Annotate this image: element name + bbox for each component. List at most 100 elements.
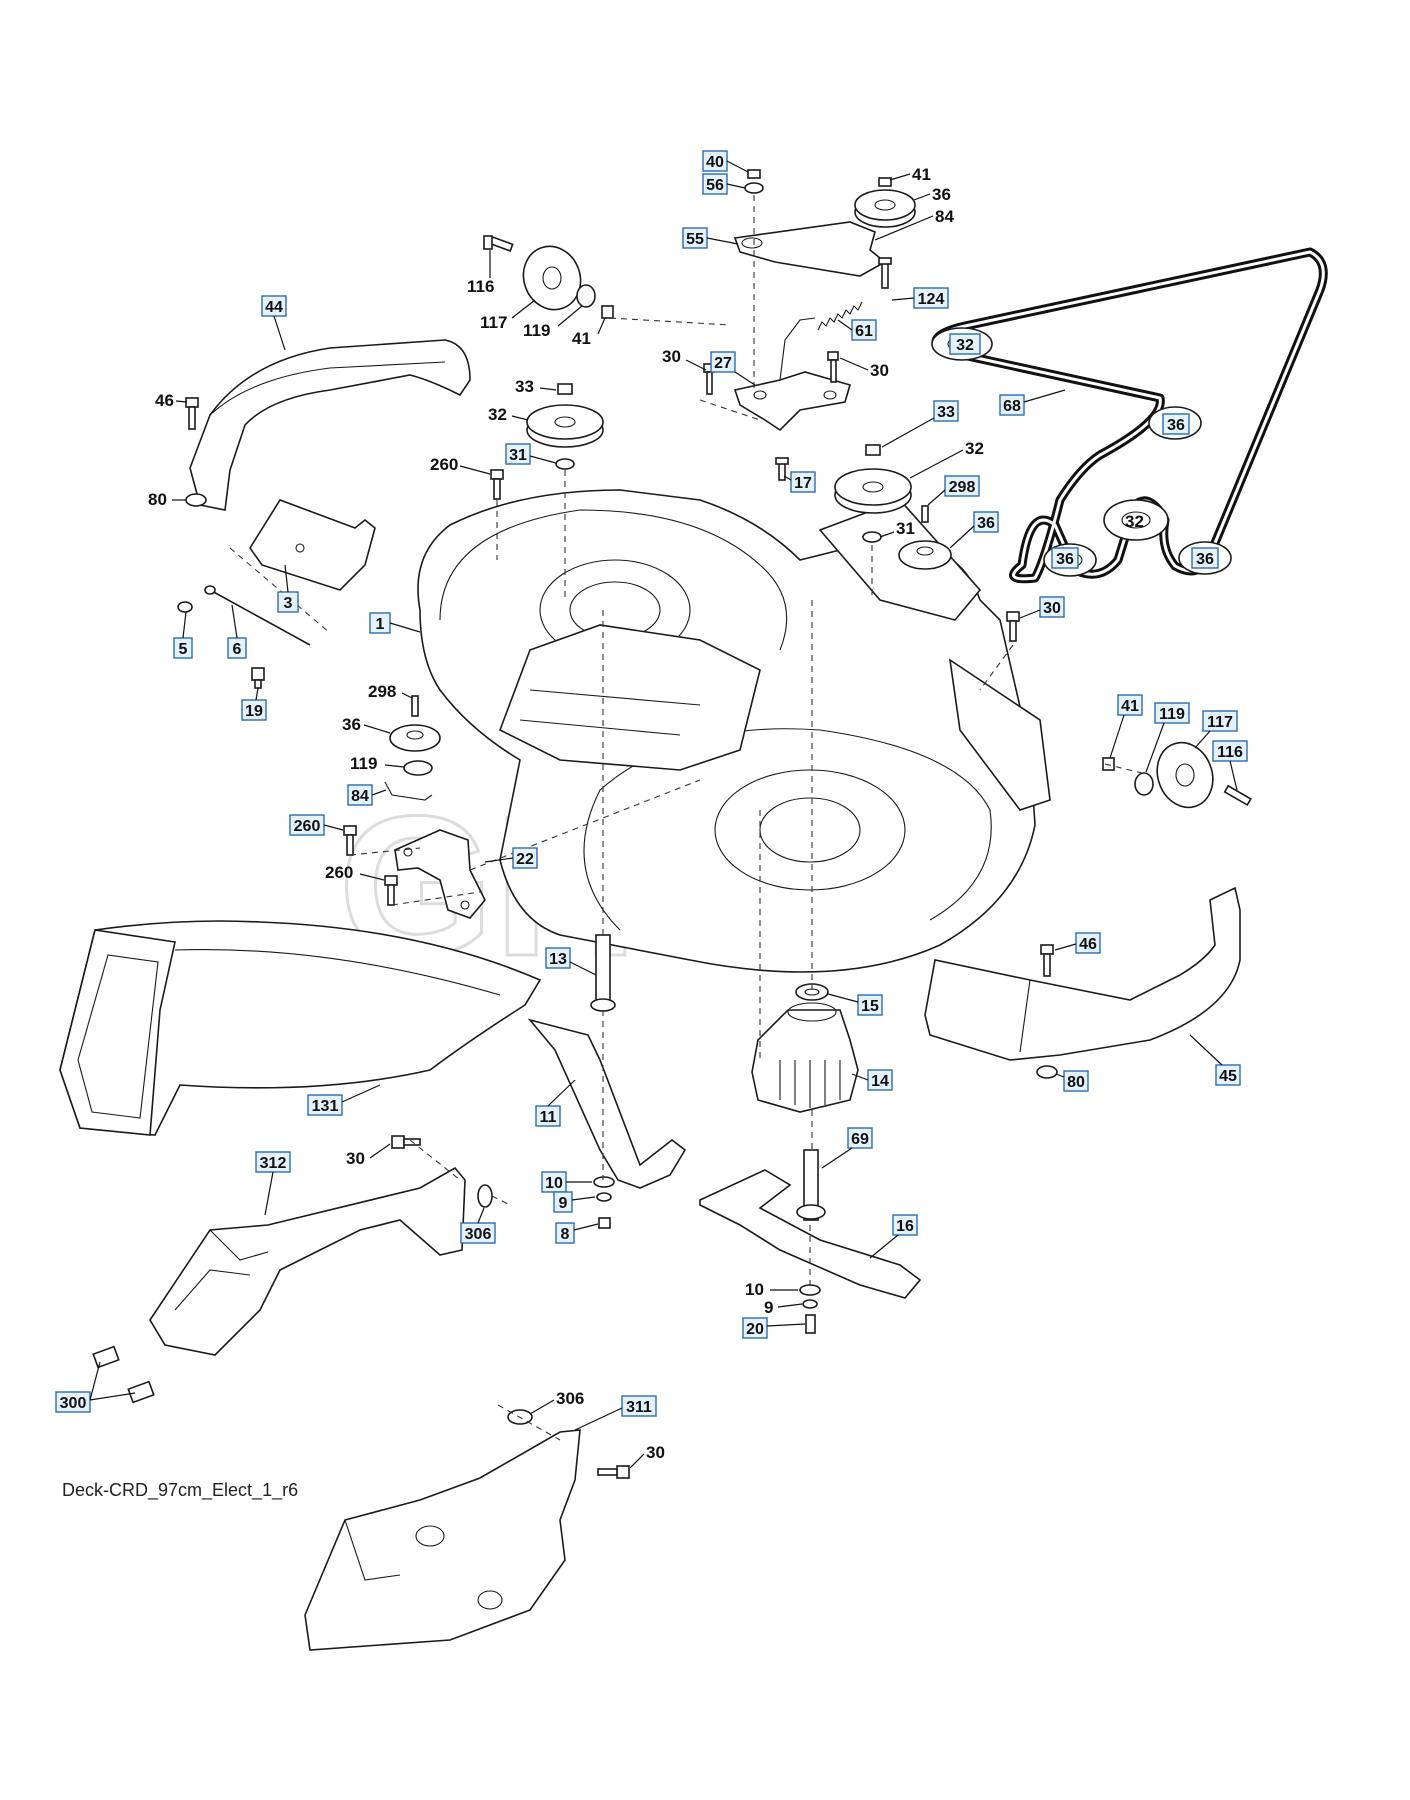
callout-label-22: 22 (516, 851, 534, 868)
bolt-17 (775, 457, 789, 481)
callout-box (241, 699, 267, 721)
callout-label-56: 56 (706, 177, 724, 194)
callout-label-117: 117 (480, 313, 507, 332)
washer-119-right (1134, 772, 1154, 796)
spindle-13 (590, 934, 616, 1012)
callout-label-32: 32 (488, 405, 507, 424)
washer-10-left (593, 1176, 615, 1188)
callout-label-260: 260 (294, 818, 321, 835)
discharge-chute-131 (59, 920, 542, 1136)
callout-box (710, 351, 736, 373)
callout-label-36: 36 (342, 715, 361, 734)
bolt-260-mid (343, 825, 357, 856)
callout-label-16: 16 (896, 1218, 914, 1235)
callout-box (944, 475, 980, 497)
pulley-32-left-deck (526, 404, 604, 448)
bolt-116-top (483, 235, 514, 252)
bolt-260-top (490, 469, 504, 500)
bolt-8 (598, 1217, 611, 1229)
nut-80-right (1036, 1065, 1058, 1079)
callout-label-15: 15 (861, 998, 879, 1015)
clip-5 (177, 601, 193, 613)
callout-box (973, 511, 999, 533)
callout-label-36: 36 (1167, 417, 1185, 434)
callout-label-80: 80 (1067, 1074, 1085, 1091)
washer-119-left (403, 760, 433, 776)
callout-label-31: 31 (509, 447, 527, 464)
bracket-3 (249, 499, 376, 591)
belt-pulley-32-bottom (1103, 499, 1169, 541)
callout-label-36: 36 (1196, 551, 1214, 568)
callout-label-116: 116 (1217, 744, 1243, 761)
callout-label-10: 10 (745, 1280, 764, 1299)
callout-label-10: 10 (545, 1175, 563, 1192)
spindle-housing-14 (751, 1002, 859, 1113)
callout-label-36: 36 (977, 515, 995, 532)
callout-label-41: 41 (912, 165, 931, 184)
callout-box (553, 1191, 573, 1213)
mower-deck-1 (417, 489, 1051, 973)
nut-41-mid (601, 305, 614, 319)
callout-label-11: 11 (540, 1109, 557, 1126)
callout-label-68: 68 (1003, 398, 1021, 415)
callout-label-119: 119 (523, 321, 550, 340)
callout-label-119: 119 (1159, 706, 1185, 723)
callout-box (1075, 932, 1101, 954)
mulch-plug-311 (304, 1429, 581, 1651)
bolt-260-low (384, 875, 398, 906)
callout-box (999, 394, 1025, 416)
nut-41-top (878, 177, 892, 187)
nut-33-right (865, 444, 881, 456)
callout-label-44: 44 (265, 299, 283, 316)
idler-pulley-36-right (898, 540, 952, 570)
belt-guard-45 (924, 886, 1241, 1061)
bolt-30-right (827, 351, 839, 383)
callout-label-46: 46 (1079, 936, 1097, 953)
bolts-300 (92, 1345, 155, 1404)
spindle-69 (796, 1149, 826, 1221)
callout-label-17: 17 (794, 475, 812, 492)
bolt-19 (251, 667, 265, 689)
idler-bracket-22 (394, 829, 486, 919)
idler-pulley-117-top (522, 245, 582, 311)
callout-box (621, 1395, 657, 1417)
callout-label-55: 55 (686, 231, 704, 248)
bolt-124 (878, 257, 892, 289)
callout-box (1215, 1064, 1241, 1086)
washer-31-right (862, 531, 882, 543)
callout-label-30: 30 (870, 361, 889, 380)
callout-label-32: 32 (965, 439, 984, 458)
callout-label-32: 32 (1125, 512, 1144, 531)
rod-6 (204, 585, 311, 646)
callout-box (857, 994, 883, 1016)
bolt-116-right (1223, 784, 1252, 807)
idler-pulley-117-right (1156, 741, 1214, 809)
callout-box (1202, 710, 1238, 732)
bolt-298-left (411, 695, 419, 717)
callout-box (1117, 694, 1143, 716)
callout-box (1063, 1070, 1089, 1092)
nut-41-right (1102, 757, 1115, 771)
bolt-30-plug (391, 1135, 421, 1149)
bolt-46-left (185, 397, 199, 430)
callout-label-20: 20 (746, 1321, 764, 1338)
mulch-plug-312 (149, 1166, 466, 1356)
callout-label-312: 312 (260, 1155, 287, 1172)
callout-label-298: 298 (368, 682, 396, 701)
blade-16 (699, 1169, 922, 1299)
callout-label-5: 5 (179, 641, 188, 658)
bearing-15 (795, 983, 829, 1001)
callout-box (55, 1391, 91, 1413)
spring-84-left (384, 781, 433, 801)
bolt-298-right (921, 505, 929, 523)
callout-label-119: 119 (350, 754, 377, 773)
callout-label-33: 33 (937, 404, 955, 421)
blade-11 (527, 1018, 687, 1189)
callout-label-80: 80 (148, 490, 167, 509)
washer-31-left (555, 458, 575, 470)
nut-80-left (185, 493, 207, 507)
washer-10-right (799, 1284, 821, 1296)
callout-label-8: 8 (561, 1226, 570, 1243)
callout-label-306: 306 (465, 1226, 492, 1243)
bolt-30-deck (1006, 611, 1020, 642)
